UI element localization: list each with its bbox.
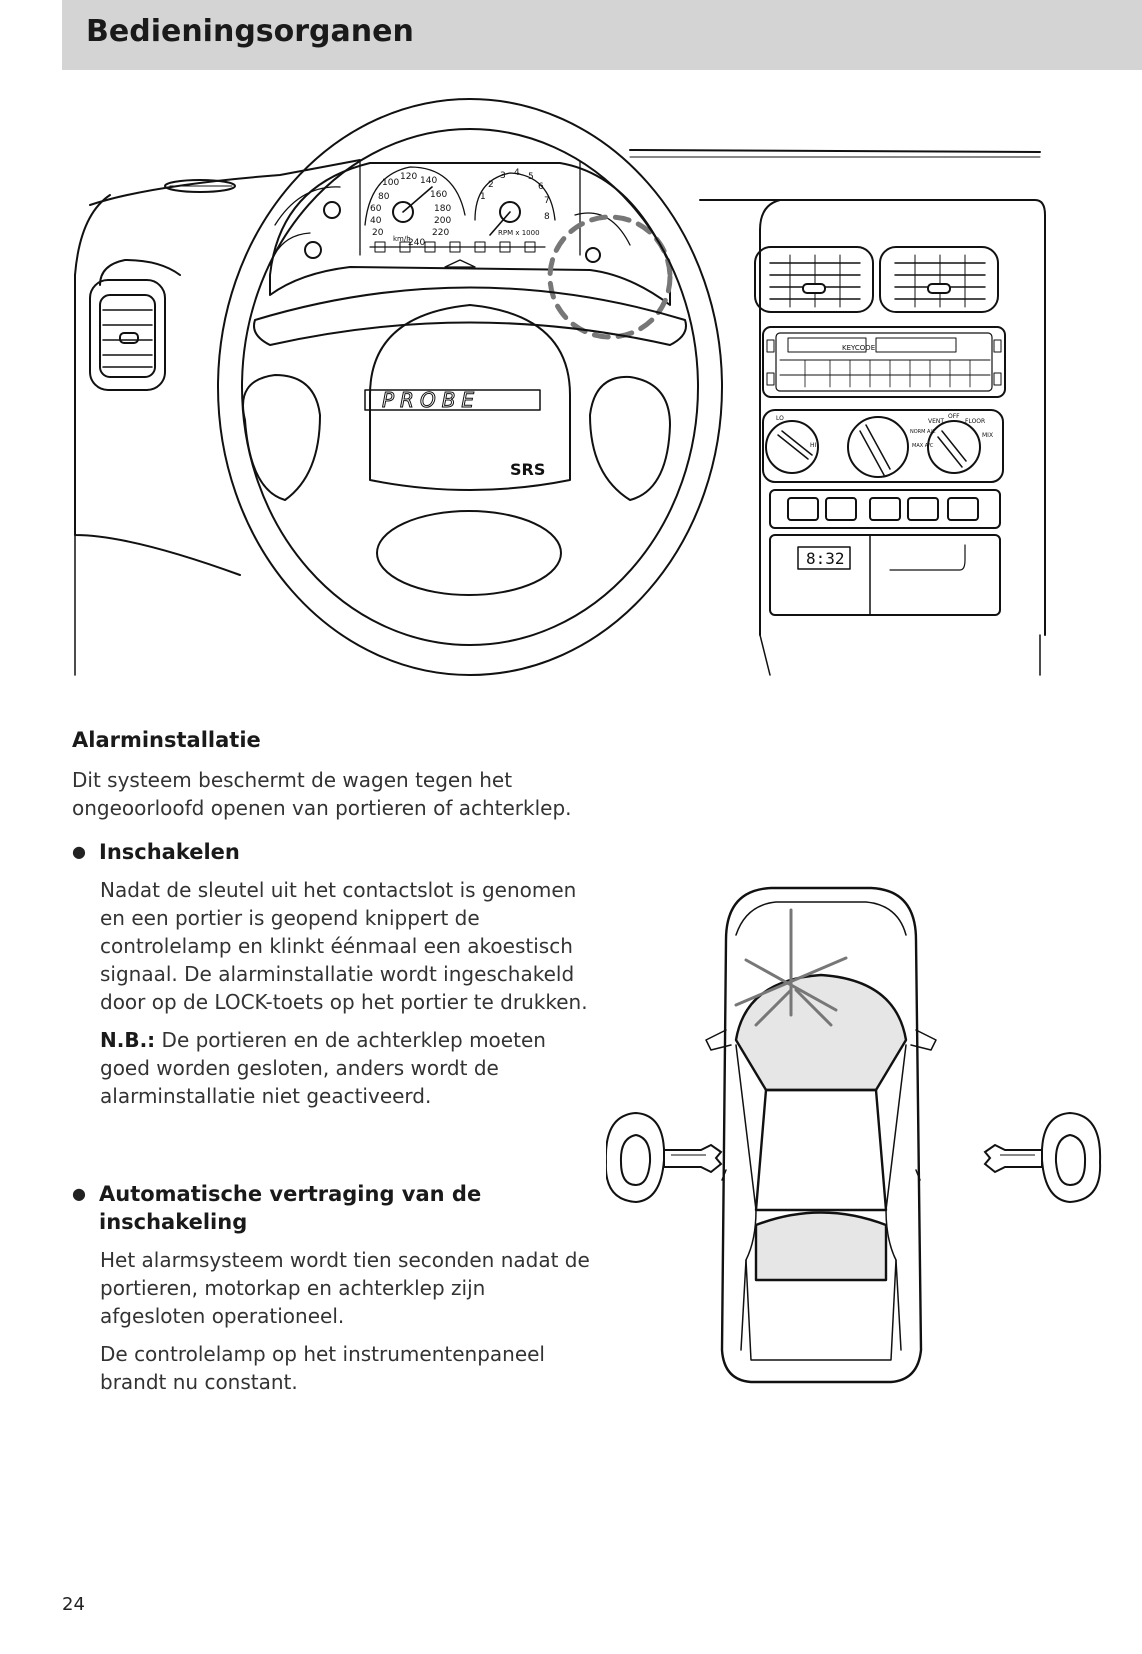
climate-label: LO <box>776 415 784 422</box>
vertraging-body-1: Het alarmsysteem wordt tien seconden nad… <box>100 1248 590 1328</box>
vertraging-body-2: De controlelamp op het instrumentenpanee… <box>100 1342 545 1394</box>
speedo-tick: 60 <box>370 204 382 214</box>
speedo-tick: 180 <box>434 204 451 214</box>
climate-label: NORM A/C <box>910 429 936 435</box>
car-dashboard-illustration: 100 120 140 80 160 60 180 40 200 20 220 … <box>74 98 1046 676</box>
tacho-tick: 4 <box>514 168 520 178</box>
srs-text: SRS <box>510 460 545 479</box>
header-band: Bedieningsorganen <box>62 0 1142 70</box>
speedo-tick: 200 <box>434 216 451 226</box>
speedo-tick: 80 <box>378 192 390 202</box>
speedo-tick: 240 <box>408 238 425 248</box>
speedo-tick: 100 <box>382 178 399 188</box>
tacho-unit: RPM x 1000 <box>498 229 540 237</box>
speedo-tick: 160 <box>430 190 447 200</box>
section-intro: Dit systeem beschermt de wagen tegen het… <box>72 768 572 820</box>
radio-brand: KEYCODE <box>842 344 875 352</box>
clock-time: 8:32 <box>806 549 845 568</box>
tacho-tick: 1 <box>480 192 486 202</box>
climate-label: OFF <box>948 413 960 420</box>
tacho-tick: 7 <box>544 196 550 206</box>
bullet-inschakelen: ● Inschakelen <box>72 838 592 866</box>
speedo-tick: 220 <box>432 228 449 238</box>
climate-label: VENT <box>928 418 944 425</box>
tacho-tick: 8 <box>544 212 550 222</box>
note-text: De portieren en de achterklep moeten goe… <box>100 1028 546 1108</box>
inschakelen-body: Nadat de sleutel uit het contactslot is … <box>100 878 588 1014</box>
page-title: Bedieningsorganen <box>86 14 414 49</box>
tacho-tick: 3 <box>500 171 506 181</box>
tacho-tick: 6 <box>538 182 544 192</box>
alarm-section: Alarminstallatie Dit systeem beschermt d… <box>72 728 592 1406</box>
bullet-icon: ● <box>72 842 86 861</box>
climate-label: MAX A/C <box>912 443 934 449</box>
speedo-tick: 140 <box>420 176 437 186</box>
climate-label: FLOOR <box>965 418 985 425</box>
climate-label: HI <box>810 442 817 449</box>
section-title: Alarminstallatie <box>72 728 261 752</box>
speedo-tick: 20 <box>372 228 384 238</box>
note-label: N.B.: <box>100 1028 156 1052</box>
page-number: 24 <box>62 1594 85 1615</box>
bullet-vertraging: ● Automatische vertraging van de inschak… <box>72 1180 592 1236</box>
speed-unit: km/h <box>393 235 411 243</box>
speedo-tick: 40 <box>370 216 382 226</box>
note-paragraph: N.B.: De portieren en de achterklep moet… <box>100 1026 592 1110</box>
car-top-view-with-keys-illustration <box>606 886 1102 1384</box>
tacho-tick: 2 <box>488 180 494 190</box>
speedo-tick: 120 <box>400 172 417 182</box>
climate-label: MIX <box>982 432 993 439</box>
bullet-icon: ● <box>72 1184 86 1203</box>
badge-text: PROBE <box>382 388 480 412</box>
subsection-title: Automatische vertraging van de inschakel… <box>99 1182 482 1234</box>
subsection-title: Inschakelen <box>99 840 240 864</box>
tacho-tick: 5 <box>528 172 534 182</box>
